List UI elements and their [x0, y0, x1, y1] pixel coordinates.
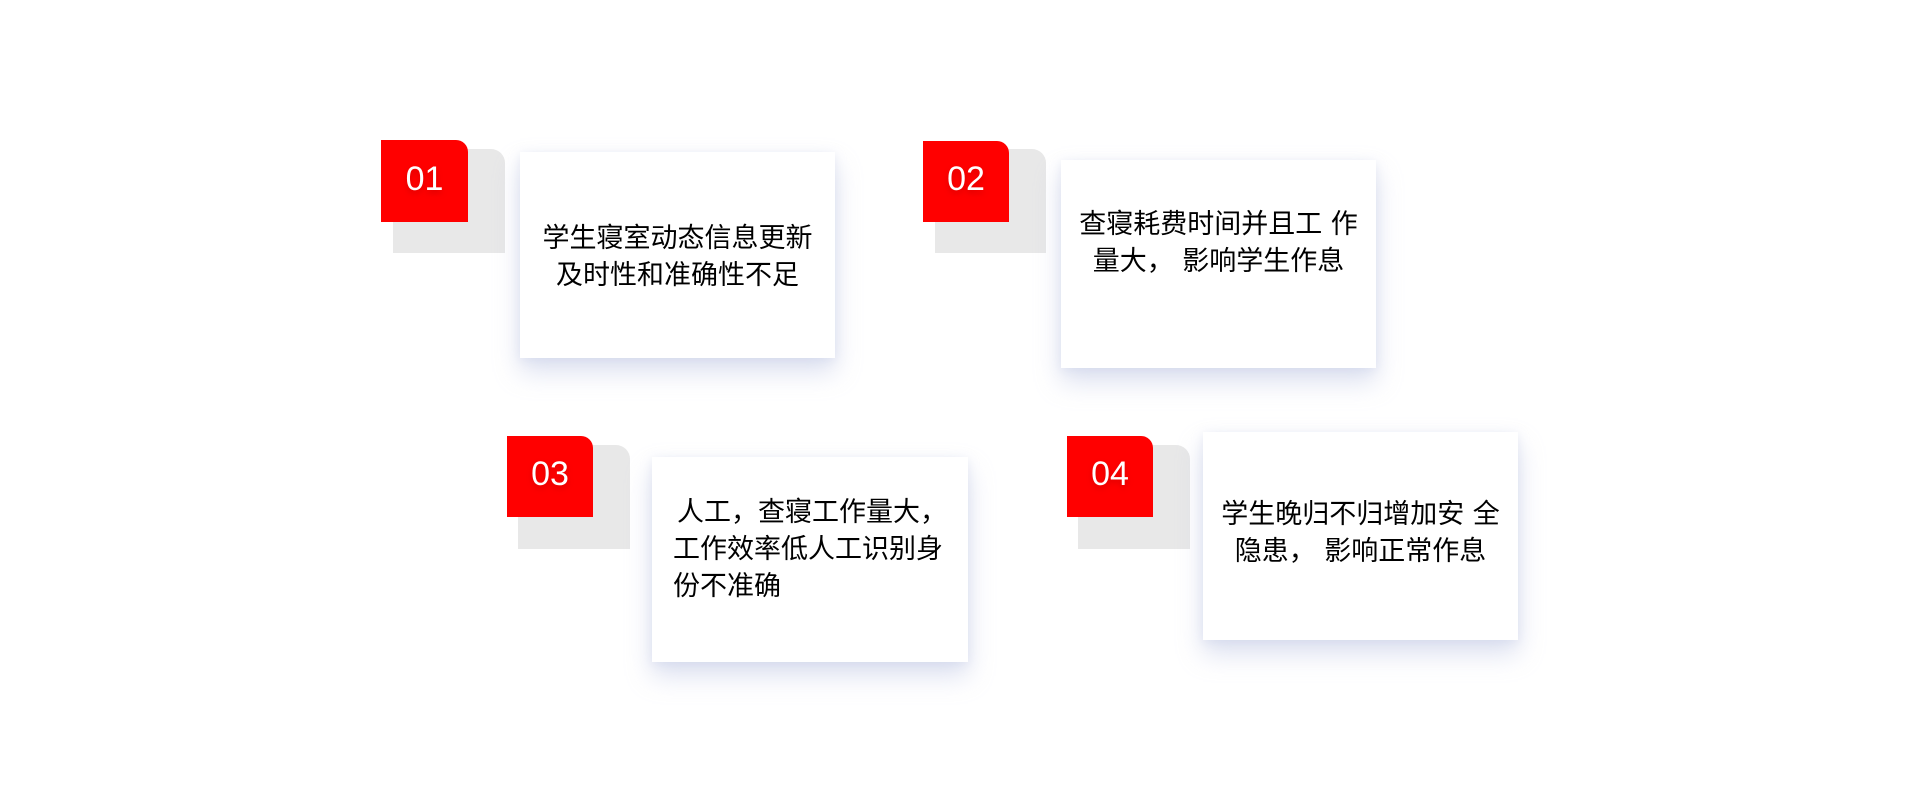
number-label: 04: [1091, 455, 1129, 493]
number-badge: 02: [923, 141, 1009, 222]
problem-text: 学生寝室动态信息更新 及时性和准确性不足: [542, 223, 813, 291]
number-label: 01: [405, 159, 444, 198]
number-badge: 04: [1067, 436, 1153, 517]
number-label: 02: [947, 160, 985, 198]
problem-card: 查寝耗费时间并且工 作 量大， 影响学生作息: [1061, 160, 1376, 368]
number-badge: 03: [507, 436, 593, 517]
problem-card: 学生晚归不归增加安 全 隐患， 影响正常作息: [1203, 432, 1518, 640]
number-badge: 01: [381, 140, 468, 222]
problem-text: 查寝耗费时间并且工 作 量大， 影响学生作息: [1079, 209, 1358, 277]
problem-text: 学生晚归不归增加安 全 隐患， 影响正常作息: [1221, 499, 1500, 567]
problem-text: 人工，查寝工作量大， 工作效率低人工识别身 份不准确: [673, 497, 947, 602]
number-label: 03: [531, 455, 569, 493]
problem-card: 人工，查寝工作量大， 工作效率低人工识别身 份不准确: [652, 457, 968, 662]
problem-card: 学生寝室动态信息更新 及时性和准确性不足: [520, 152, 835, 358]
